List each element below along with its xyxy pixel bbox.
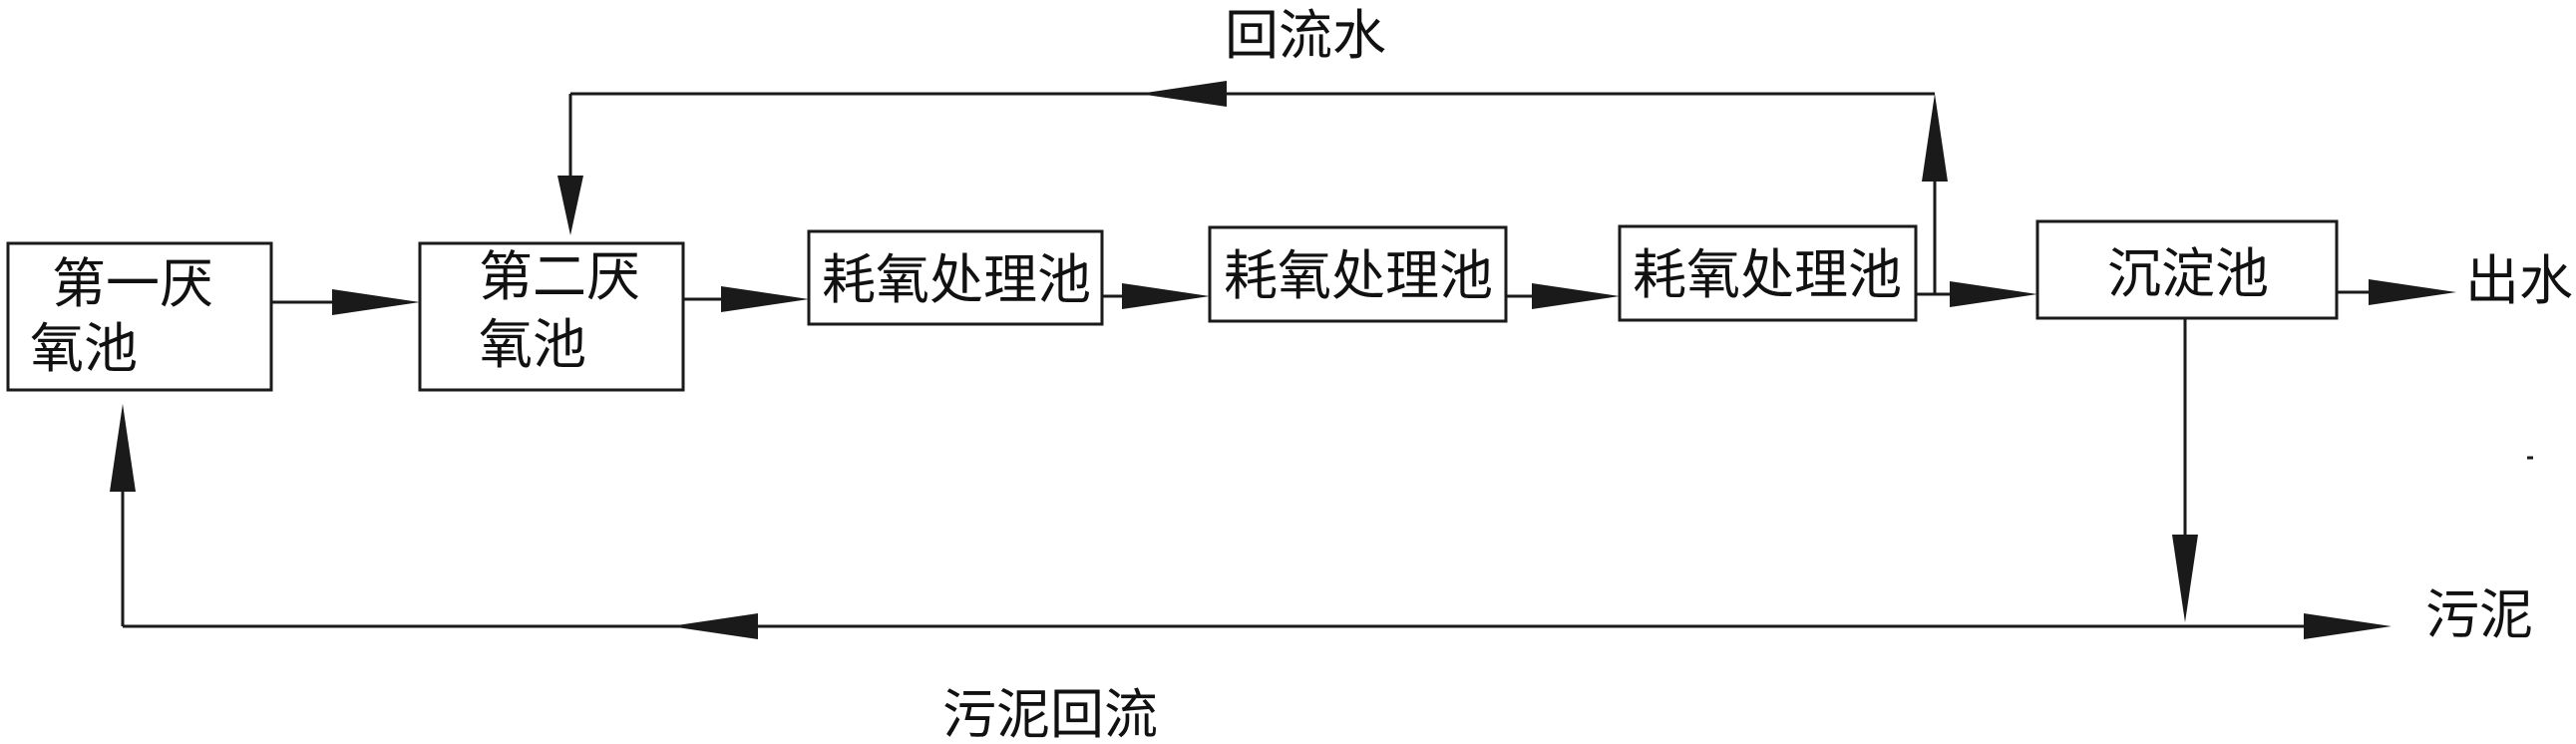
flow-anaerobic2-to-aerobic1 (683, 286, 809, 312)
first-anaerobic-tank-label-line2: 氧池 (30, 317, 138, 380)
arrowhead (1532, 283, 1620, 309)
arrowhead-down (557, 176, 583, 235)
second-anaerobic-tank-box (418, 241, 685, 392)
node-settling-tank: 沉淀池 (2035, 219, 2339, 320)
flow-aerobic1-to-aerobic2 (1102, 283, 1210, 309)
arrowhead (2369, 279, 2456, 305)
arrowhead (1122, 283, 1210, 309)
aerobic-tank-3-box (1618, 224, 1918, 322)
first-anaerobic-tank-label-line1: 第一厌 (52, 252, 213, 315)
node-aerobic-tank-3: 耗氧处理池 (1618, 224, 1918, 322)
aerobic-tank-3-label: 耗氧处理池 (1633, 243, 1902, 306)
first-anaerobic-tank-box (6, 241, 273, 392)
sludge-label: 污泥 (2425, 583, 2533, 646)
flow-settling-to-effluent (2337, 279, 2456, 305)
aerobic-tank-1-label: 耗氧处理池 (822, 248, 1091, 311)
sludge-return-loop (110, 404, 2185, 639)
flow-anaerobic1-to-anaerobic2 (271, 289, 420, 315)
return-water-loop (557, 81, 1948, 294)
second-anaerobic-tank-label-line1: 第二厌 (479, 245, 640, 308)
sludge-discharge (2172, 318, 2392, 639)
arrowhead-up (1922, 94, 1948, 182)
aerobic-tank-2-label: 耗氧处理池 (1224, 244, 1493, 307)
flow-aerobic2-to-aerobic3 (1506, 283, 1620, 309)
node-aerobic-tank-1: 耗氧处理池 (807, 229, 1104, 326)
sludge-return-label: 污泥回流 (942, 683, 1158, 744)
return-water-label: 回流水 (1225, 4, 1386, 67)
aerobic-tank-1-box (807, 229, 1104, 326)
effluent-label: 出水 (2465, 249, 2573, 312)
arrowhead (1950, 281, 2037, 307)
arrowhead-up (110, 404, 136, 492)
aerobic-tank-2-box (1208, 225, 1508, 323)
arrowhead (721, 286, 809, 312)
node-first-anaerobic-tank: 第一厌 氧池 (6, 241, 273, 392)
arrowhead (332, 289, 420, 315)
node-aerobic-tank-2: 耗氧处理池 (1208, 225, 1508, 323)
settling-tank-box (2035, 219, 2339, 320)
second-anaerobic-tank-label-line2: 氧池 (479, 313, 586, 376)
node-second-anaerobic-tank: 第二厌 氧池 (418, 241, 685, 392)
arrowhead-right (2304, 613, 2392, 639)
flow-aerobic3-to-settling (1916, 281, 2037, 307)
arrowhead-left (1139, 81, 1227, 107)
arrowhead-left (670, 613, 758, 639)
arrowhead-down (2172, 535, 2198, 622)
settling-tank-label: 沉淀池 (2107, 242, 2269, 305)
